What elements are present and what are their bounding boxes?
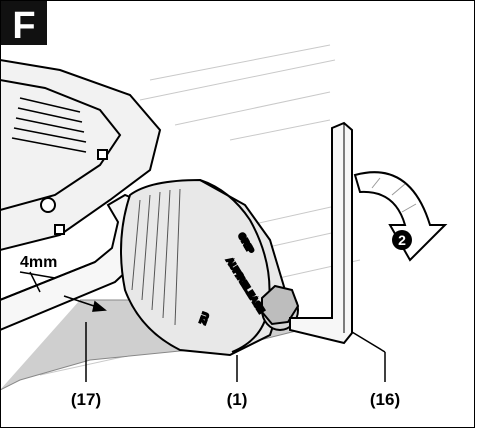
callout-chuck: (1) bbox=[227, 390, 248, 409]
callout-hex-key: (16) bbox=[370, 390, 400, 409]
callout-leaders bbox=[85, 322, 386, 382]
hex-key bbox=[289, 121, 353, 345]
figure-letter: F bbox=[12, 5, 35, 47]
keyless-chuck: AUF/RELEASE GRIP ZU bbox=[120, 178, 300, 357]
step-number: 2 bbox=[398, 232, 406, 248]
dimension-label: 4mm bbox=[20, 254, 57, 271]
step-number-badge: 2 bbox=[392, 230, 412, 250]
rotation-arrow bbox=[353, 171, 448, 262]
figure-letter-badge: F bbox=[1, 1, 47, 47]
dimension-marker bbox=[19, 271, 107, 312]
callout-wrench: (17) bbox=[71, 390, 101, 409]
drill-body bbox=[0, 58, 162, 252]
